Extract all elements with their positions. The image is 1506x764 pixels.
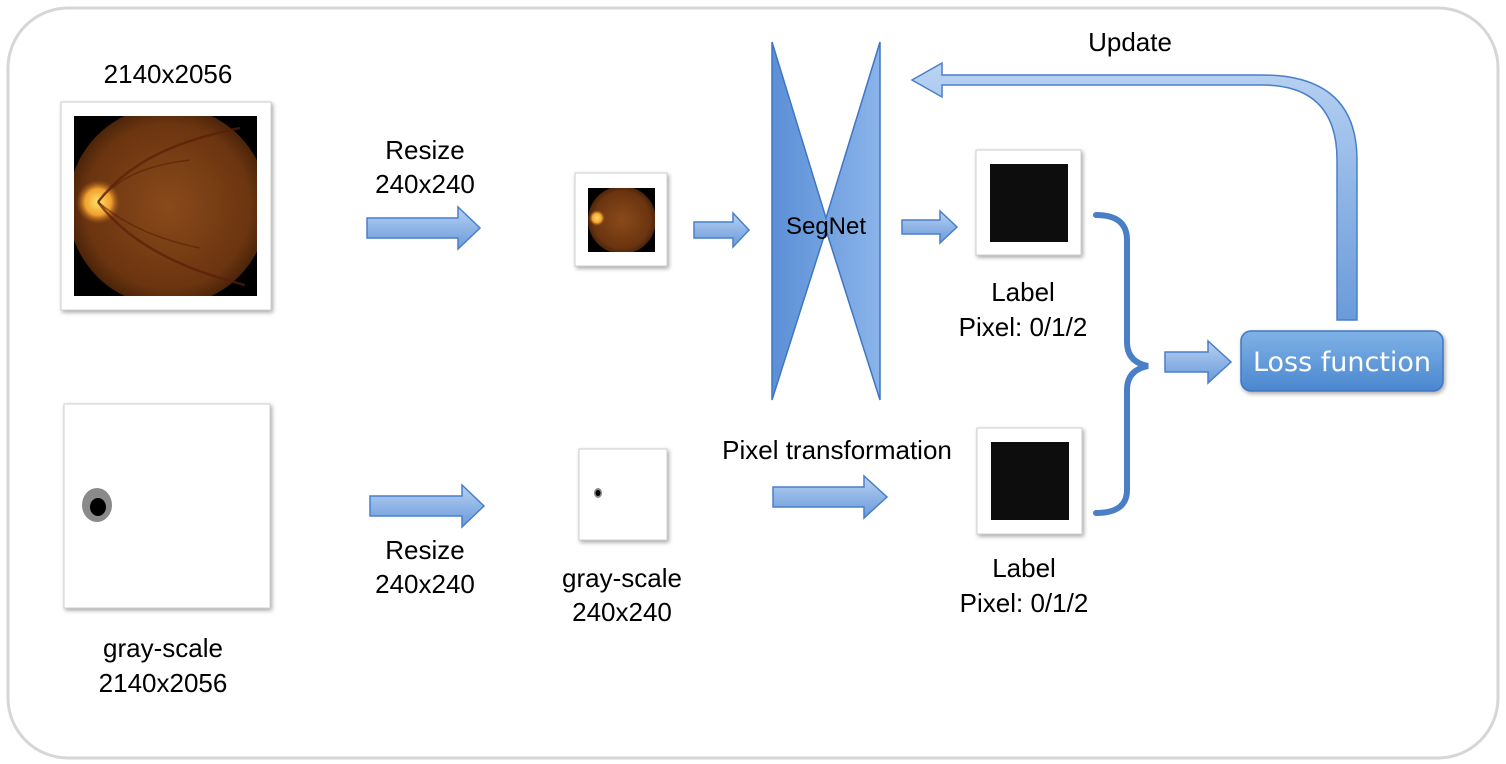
gray-mask-inner: [90, 498, 106, 516]
arrow-to-segnet: [693, 211, 751, 249]
gray-original-line-2: 2140x2056: [99, 668, 228, 698]
label-mask-top: [990, 164, 1068, 242]
arrow-to-loss: [1164, 339, 1233, 385]
resize-top-label-1: Resize: [385, 135, 464, 165]
pixel-transform-arrow: [772, 474, 889, 520]
resize-arrow-top: [366, 205, 482, 251]
label-mask-bottom: [991, 442, 1069, 520]
resize-top-label-2: 240x240: [375, 169, 475, 199]
resize-bottom-label-2: 240x240: [375, 569, 475, 599]
gray-small-line-2: 240x240: [572, 597, 672, 627]
label-top-line-1: Label: [991, 277, 1055, 307]
update-label: Update: [1088, 27, 1172, 57]
label-bottom-line-1: Label: [992, 553, 1056, 583]
fundus-image: [74, 116, 257, 296]
gray-original-line-1: gray-scale: [103, 633, 223, 663]
label-bottom-line-2: Pixel: 0/1/2: [960, 588, 1089, 618]
fundus-image-small-content: [588, 188, 655, 252]
loss-function-label: Loss function: [1253, 347, 1431, 378]
resize-arrow-bottom: [369, 483, 486, 529]
outer-frame: [6, 6, 1500, 760]
update-arrow: [910, 61, 1358, 321]
gray-small-line-1: gray-scale: [562, 563, 682, 593]
pixel-transformation-label: Pixel transformation: [722, 435, 952, 465]
label-top-line-2: Pixel: 0/1/2: [959, 312, 1088, 342]
gray-mask-image-small: [578, 448, 668, 541]
segnet-shape: [771, 41, 881, 401]
loss-function-box: [1240, 330, 1444, 392]
resize-bottom-label-1: Resize: [385, 535, 464, 565]
gray-mask-small-inner: [595, 490, 601, 496]
curly-brace: [1093, 212, 1149, 516]
arrow-to-label-top: [901, 209, 959, 245]
original-size-label: 2140x2056: [104, 59, 233, 89]
segnet-label: SegNet: [786, 213, 866, 240]
